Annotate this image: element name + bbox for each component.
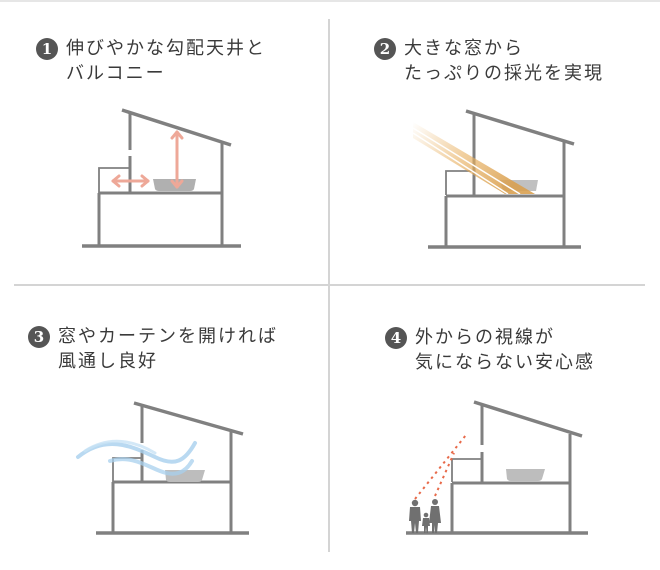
title-line-1: 外からの視線が — [415, 327, 555, 348]
house-section-illustration — [412, 109, 581, 249]
horizontal-divider — [14, 284, 645, 286]
title-line-1: 窓やカーテンを開ければ — [58, 326, 278, 347]
expand-arrows-icon — [111, 130, 184, 189]
feature-panel-4: 4 外からの視線が 気にならない安心感 — [330, 285, 660, 570]
number-badge: 3 — [28, 326, 50, 348]
sofa-icon — [506, 469, 545, 481]
top-rule — [0, 0, 660, 2]
title-line-2: たっぷりの採光を実現 — [404, 63, 604, 84]
number-badge: 4 — [385, 327, 407, 349]
panel-heading: 4 外からの視線が 気にならない安心感 — [385, 325, 595, 375]
title-line-2: 気にならない安心感 — [415, 352, 595, 373]
house-section-illustration — [76, 401, 249, 535]
number-badge: 1 — [36, 38, 58, 60]
title-line-2: 風通し良好 — [58, 351, 158, 372]
sunlight-icon — [412, 122, 535, 195]
number-badge: 2 — [374, 38, 396, 60]
feature-panel-2: 2 大きな窓から たっぷりの採光を実現 — [330, 0, 660, 285]
panel-heading: 1 伸びやかな勾配天井と バルコニー — [36, 36, 266, 86]
panel-title: 外からの視線が 気にならない安心感 — [415, 325, 595, 375]
title-line-1: 伸びやかな勾配天井と — [66, 38, 266, 59]
house-section-illustration — [406, 400, 588, 535]
panel-title: 大きな窓から たっぷりの採光を実現 — [404, 36, 604, 86]
wind-icon — [76, 439, 197, 476]
panel-title: 伸びやかな勾配天井と バルコニー — [66, 36, 266, 86]
house-section-illustration — [82, 108, 241, 248]
title-line-1: 大きな窓から — [404, 38, 524, 59]
panel-heading: 2 大きな窓から たっぷりの採光を実現 — [374, 36, 604, 86]
panel-heading: 3 窓やカーテンを開ければ 風通し良好 — [28, 324, 278, 374]
feature-panel-1: 1 伸びやかな勾配天井と バルコニー — [0, 0, 330, 285]
feature-panel-3: 3 窓やカーテンを開ければ 風通し良好 — [0, 285, 330, 570]
panel-title: 窓やカーテンを開ければ 風通し良好 — [58, 324, 278, 374]
people-icon — [409, 499, 441, 533]
sightline-icon — [414, 434, 467, 500]
title-line-2: バルコニー — [66, 63, 166, 84]
